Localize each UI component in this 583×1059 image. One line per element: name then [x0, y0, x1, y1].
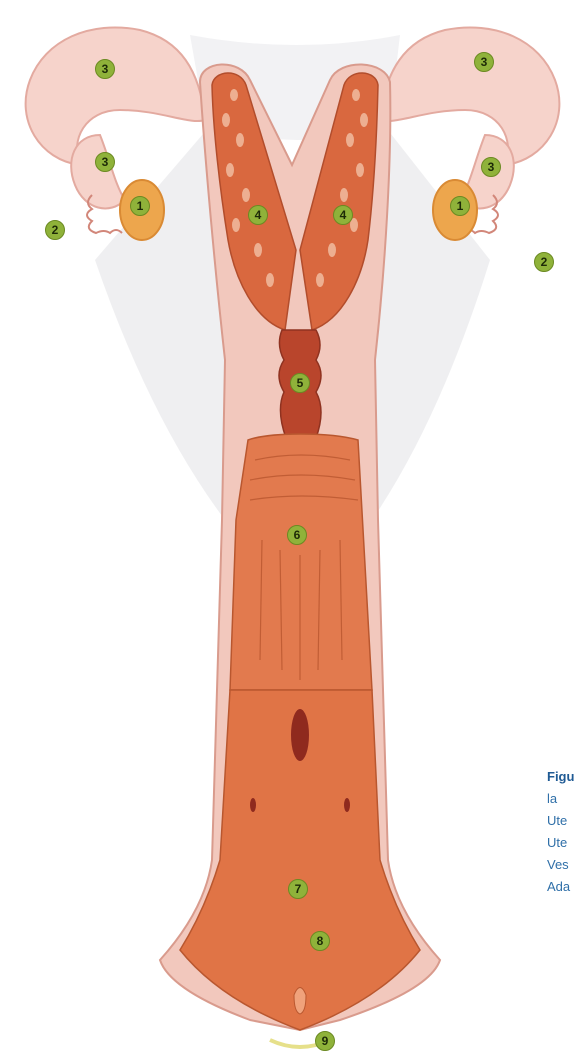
marker-horn-left: 4 — [248, 205, 268, 225]
tube-loop-left — [71, 135, 125, 208]
gland-right — [344, 798, 350, 812]
marker-tube-right-top: 3 — [474, 52, 494, 72]
marker-tube-right-mid: 3 — [481, 157, 501, 177]
marker-vagina: 6 — [287, 525, 307, 545]
clitoris-shape — [294, 988, 306, 1015]
caption-line: Ute — [547, 832, 583, 854]
urethral-opening — [291, 709, 309, 761]
figure-caption: Figu la Ute Ute Ves Ada — [547, 766, 583, 898]
caption-line: Ute — [547, 810, 583, 832]
caption-line: la — [547, 788, 583, 810]
marker-vulva: 9 — [315, 1031, 335, 1051]
uterine-tube-left — [26, 27, 205, 165]
marker-vestibule: 7 — [288, 879, 308, 899]
gland-left — [250, 798, 256, 812]
marker-cervix: 5 — [290, 373, 310, 393]
caption-line: Ada — [547, 876, 583, 898]
marker-ovary-left: 1 — [130, 196, 150, 216]
marker-tube-left-top: 3 — [95, 59, 115, 79]
marker-horn-right: 4 — [333, 205, 353, 225]
marker-fimbria-left: 2 — [45, 220, 65, 240]
uterine-tube-right — [380, 27, 559, 165]
marker-clitoris: 8 — [310, 931, 330, 951]
caption-title: Figu — [547, 766, 583, 788]
vagina — [230, 434, 372, 690]
marker-fimbria-right: 2 — [534, 252, 554, 272]
marker-tube-left-mid: 3 — [95, 152, 115, 172]
caption-line: Ves — [547, 854, 583, 876]
marker-ovary-right: 1 — [450, 196, 470, 216]
